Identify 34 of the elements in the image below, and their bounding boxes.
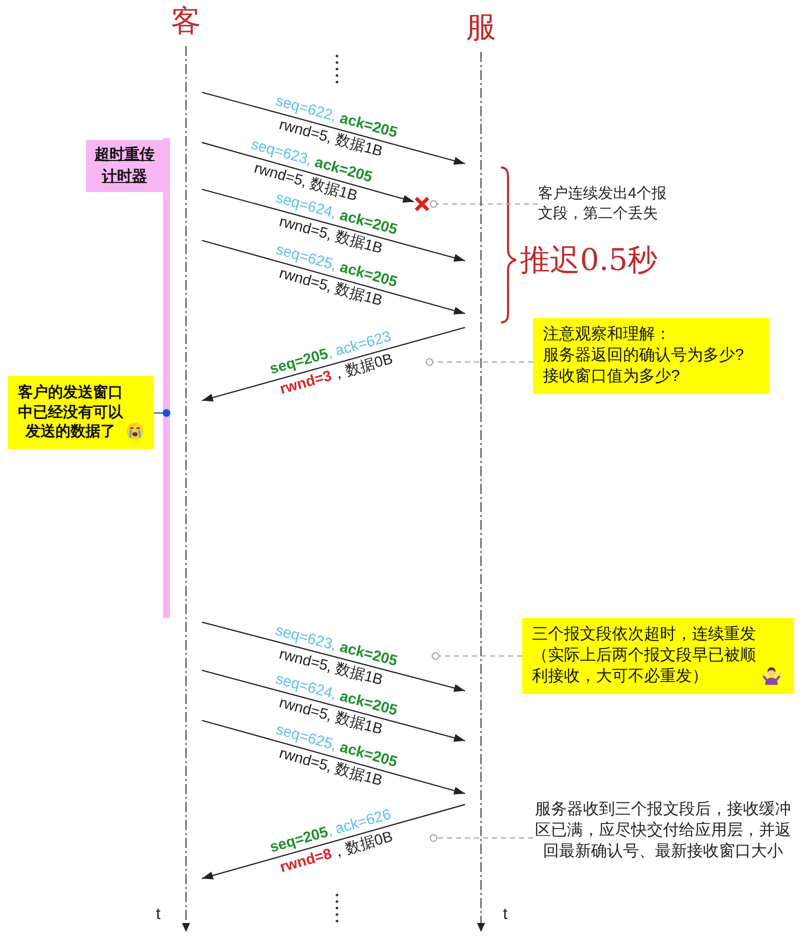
annotation-text: 服务器收到三个报文段后，接收缓冲区已满，应尽快交付给应用层，并返回最新确认号、最新接收窗口大小 bbox=[534, 800, 792, 862]
note-box bbox=[533, 318, 769, 394]
note-text: 注意观察和理解： bbox=[543, 325, 672, 345]
lifeline-label: 客 bbox=[170, 4, 202, 40]
timer-label-box bbox=[86, 140, 163, 192]
leader-line bbox=[430, 834, 533, 842]
arrow bbox=[202, 92, 466, 165]
note-text: 客户的发送窗口中已经没有可以发送的数据了 bbox=[18, 383, 123, 442]
arrow bbox=[202, 188, 466, 262]
axis-label: t bbox=[503, 906, 508, 924]
note-box bbox=[522, 618, 794, 694]
arrow bbox=[202, 142, 414, 203]
timer-label: 超时重传计时器 bbox=[94, 145, 156, 187]
note-text: 三个报文段依次超时，连续重发（实际上后两个报文段早已被顺利接收，大可不必重发） bbox=[532, 625, 757, 687]
annotation-text: 客户连续发出4个报文段，第二个丢失 bbox=[538, 184, 668, 223]
handwritten-note: 推迟0.5秒 bbox=[520, 242, 658, 280]
leader-line bbox=[426, 358, 533, 366]
cross-icon bbox=[414, 196, 430, 212]
edge-label: seq=205, ack=623 rwnd=3，数据0B bbox=[268, 328, 396, 400]
arrow bbox=[202, 326, 466, 402]
leader-line bbox=[154, 409, 170, 417]
leader-line bbox=[430, 200, 538, 208]
arrow bbox=[202, 670, 466, 742]
arrow bbox=[202, 622, 466, 692]
note-text: 服务器返回的确认号为多少? bbox=[543, 346, 745, 366]
arrow bbox=[202, 240, 466, 314]
axis-label: t bbox=[156, 906, 160, 924]
note-text: 接收窗口值为多少? bbox=[543, 366, 681, 387]
note-box bbox=[8, 376, 154, 448]
leader-line bbox=[432, 652, 522, 660]
lifeline-label: 服 bbox=[465, 10, 497, 46]
edge-label: seq=205, ack=626 rwnd=8，数据0B bbox=[268, 806, 396, 877]
arrow bbox=[202, 720, 466, 794]
arrow bbox=[202, 804, 466, 880]
